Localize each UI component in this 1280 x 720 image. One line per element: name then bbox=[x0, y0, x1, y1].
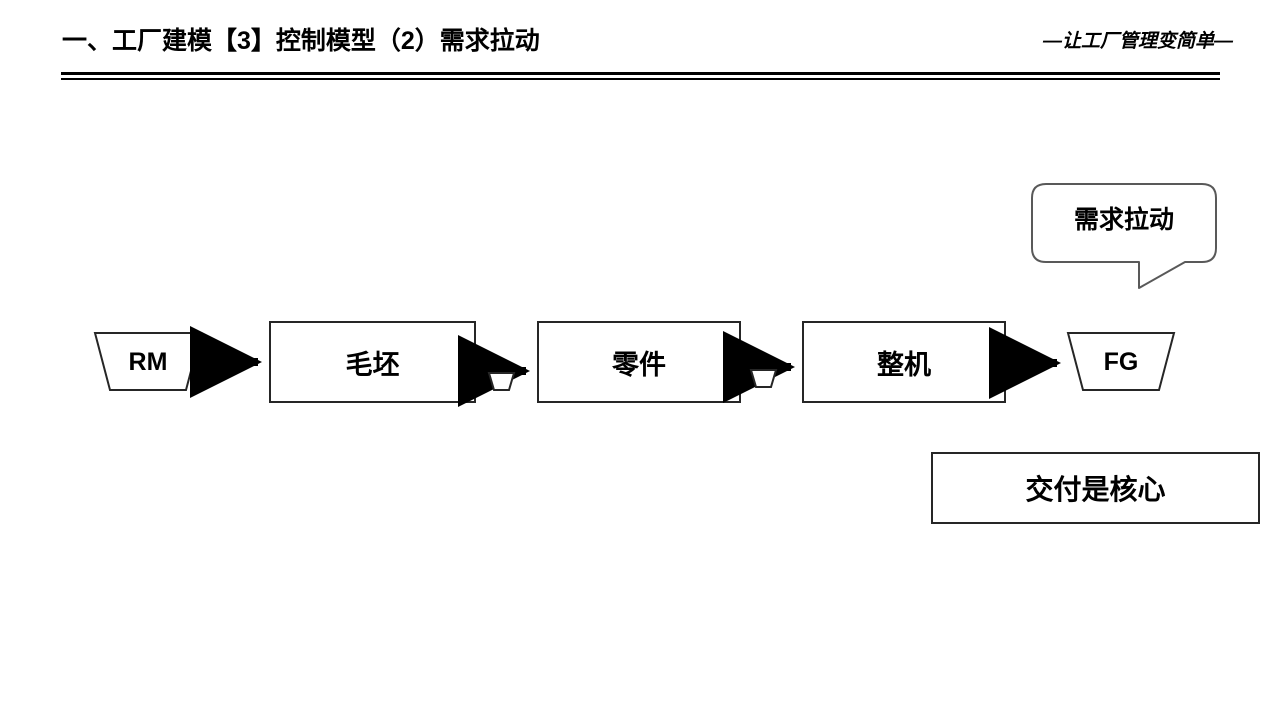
slide-header: 一、工厂建模【3】控制模型（2）需求拉动 —让工厂管理变简单— bbox=[0, 0, 1280, 86]
node-fg-shape[interactable] bbox=[1066, 332, 1176, 391]
buffer-marker-2[interactable] bbox=[749, 369, 778, 388]
callout-bubble-shape[interactable] bbox=[1031, 183, 1217, 289]
node-process-2-shape[interactable] bbox=[537, 321, 741, 403]
buffer-marker-1[interactable] bbox=[487, 372, 516, 391]
page-title: 一、工厂建模【3】控制模型（2）需求拉动 bbox=[62, 27, 540, 55]
header-divider-thick-line bbox=[61, 72, 1220, 75]
header-divider-thin-line bbox=[61, 78, 1220, 80]
header-tagline: —让工厂管理变简单— bbox=[1042, 31, 1233, 52]
footer-emphasis-box-shape[interactable] bbox=[931, 452, 1260, 524]
node-process-3-shape[interactable] bbox=[802, 321, 1006, 403]
header-divider bbox=[61, 72, 1220, 81]
node-rm-shape[interactable] bbox=[93, 332, 203, 391]
node-process-1-shape[interactable] bbox=[269, 321, 476, 403]
